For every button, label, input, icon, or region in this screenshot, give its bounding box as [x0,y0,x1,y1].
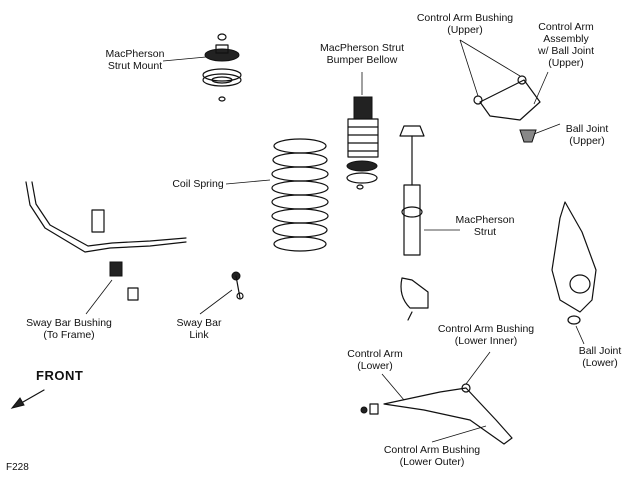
macpherson-strut-drawing [399,125,429,321]
figure-code: F228 [6,462,29,473]
sway-bar-link-drawing [231,271,244,300]
steering-knuckle-drawing [551,201,597,325]
upper-control-arm-drawing [473,75,541,143]
sway-bar-drawing [25,181,187,301]
front-arrow [10,389,45,409]
label-lower-outer-bushing: Control Arm Bushing(Lower Outer) [383,444,481,468]
bumper-bellow-drawing [346,96,379,190]
lower-control-arm-drawing [360,383,513,445]
coil-spring-drawing [271,138,329,252]
label-sway-bar-bushing: Sway Bar Bushing(To Frame) [26,317,112,341]
strut-mount-drawing [202,33,242,102]
label-lower-control-arm: Control Arm(Lower) [347,348,403,372]
label-coil-spring: Coil Spring [172,178,224,190]
label-lower-inner-bushing: Control Arm Bushing(Lower Inner) [437,323,535,347]
leader-lines [85,39,585,443]
front-label: FRONT [36,368,84,383]
label-lower-ball-joint: Ball Joint(Lower) [578,345,622,369]
label-upper-bushing: Control Arm Bushing(Upper) [416,12,514,36]
label-upper-ball-joint: Ball Joint(Upper) [565,123,609,147]
